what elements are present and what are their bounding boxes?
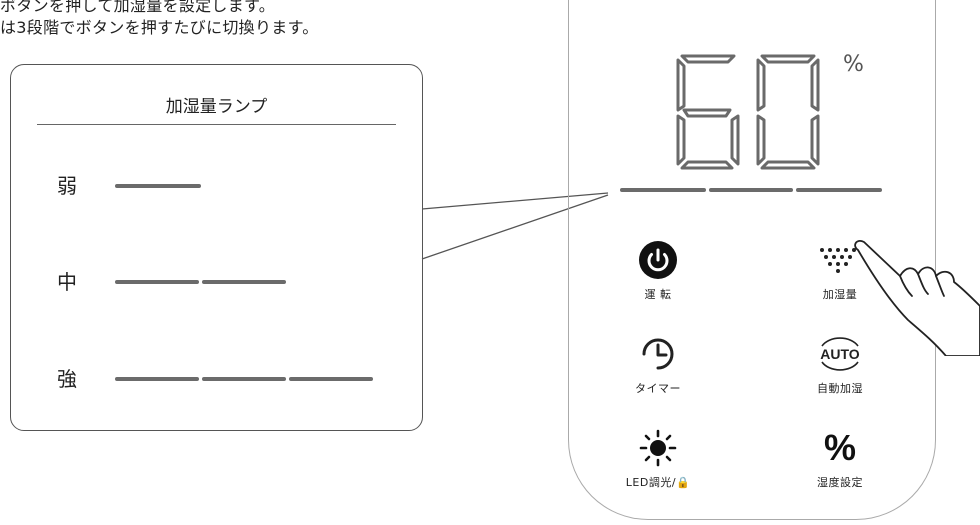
panel-humidity-lamp (620, 188, 882, 193)
led-dimmer-button[interactable]: LED調光/🔒 (603, 426, 713, 490)
hand-pointer-icon (854, 240, 980, 356)
intro-line-2: は3段階でボタンを押すたびに切換ります。 (0, 18, 319, 37)
humidity-amount-label: 加湿量 (822, 288, 858, 301)
power-label: 運 転 (644, 288, 672, 301)
lamp-bar (115, 184, 201, 188)
lamp-bar (709, 188, 793, 192)
lamp-bar (115, 280, 199, 284)
humidity-setting-label: 湿度設定 (817, 476, 863, 489)
level-label-medium: 中 (57, 270, 77, 294)
lamp-bar (620, 188, 706, 192)
humidity-setting-button[interactable]: % 湿度設定 (785, 426, 895, 490)
device-control-panel (568, 0, 936, 520)
lamp-bar (115, 377, 199, 381)
level-label-weak: 弱 (57, 174, 77, 198)
intro-line-1: ボタンを押して加湿量を設定します。 (0, 0, 276, 15)
callout-title: 加湿量ランプ (165, 97, 268, 117)
auto-icon: AUTO (820, 337, 860, 371)
auto-humidify-button[interactable]: AUTO 自動加湿 (785, 332, 895, 396)
led-dimmer-label: LED調光/🔒 (625, 476, 691, 489)
lamp-bar (796, 188, 882, 192)
lamp-bar (202, 280, 286, 284)
percent-unit-label: % (843, 52, 864, 77)
humidity-lamp-callout: 加湿量ランプ 弱 中 強 (10, 64, 423, 431)
timer-button[interactable]: タイマー (603, 332, 713, 396)
power-icon (639, 241, 677, 279)
percent-icon: % (823, 427, 856, 468)
humidity-amount-button[interactable]: 加湿量 (785, 238, 895, 302)
callout-divider (37, 124, 396, 125)
humidity-display: 60 (676, 54, 820, 170)
level-label-strong: 強 (57, 367, 77, 391)
auto-humidify-label: 自動加湿 (817, 382, 863, 395)
power-button[interactable]: 運 転 (603, 238, 713, 302)
timer-label: タイマー (635, 382, 681, 395)
timer-clock-icon (642, 338, 674, 370)
svg-text:AUTO: AUTO (820, 346, 860, 362)
mist-dots-icon (820, 248, 856, 273)
lamp-bar (202, 377, 286, 381)
lamp-bar (289, 377, 373, 381)
sun-brightness-icon (639, 429, 677, 467)
